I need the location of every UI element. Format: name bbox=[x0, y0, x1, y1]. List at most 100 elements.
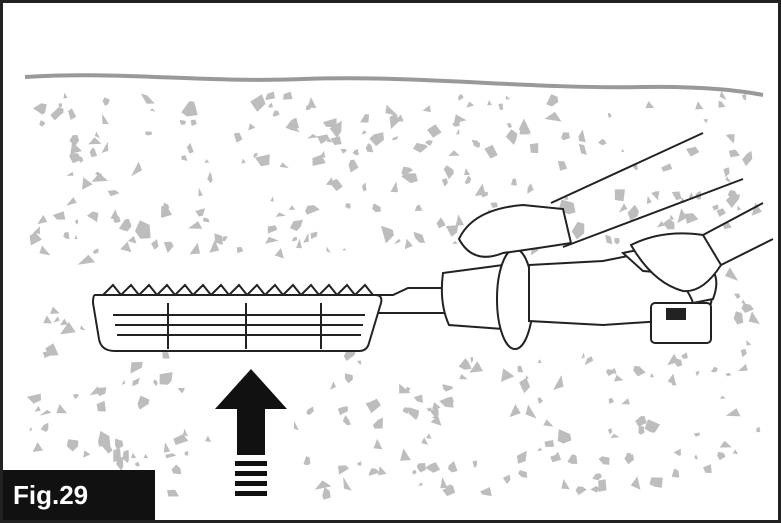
ground-speckle bbox=[503, 474, 511, 485]
ground-speckle bbox=[518, 118, 532, 134]
ground-speckle bbox=[413, 394, 423, 403]
ground-speckle bbox=[207, 172, 213, 184]
ground-speckle bbox=[39, 245, 51, 256]
ground-speckle bbox=[630, 476, 641, 490]
ground-speckle bbox=[661, 163, 673, 172]
ground-speckle bbox=[293, 421, 299, 431]
ground-speckle bbox=[32, 442, 43, 452]
ground-speckle bbox=[441, 178, 448, 187]
ground-speckle bbox=[432, 402, 441, 410]
ground-speckle bbox=[725, 176, 732, 184]
ground-speckle bbox=[458, 358, 472, 370]
ground-speckle bbox=[490, 202, 498, 208]
ground-speckle bbox=[250, 94, 266, 112]
ground-speckle bbox=[385, 104, 399, 116]
ground-speckle bbox=[59, 318, 68, 326]
ground-speckle bbox=[543, 419, 554, 427]
ground-speckle bbox=[372, 203, 381, 213]
ground-speckle bbox=[725, 372, 732, 377]
ground-speckle bbox=[402, 407, 410, 414]
ground-speckle bbox=[95, 171, 103, 177]
ground-speckle bbox=[140, 93, 155, 104]
ground-speckle bbox=[50, 107, 64, 121]
ground-speckle bbox=[70, 141, 82, 154]
ground-speckle bbox=[614, 238, 620, 245]
ground-speckle bbox=[567, 454, 578, 464]
ground-speckle bbox=[408, 407, 420, 420]
ground-speckle bbox=[270, 196, 274, 202]
ground-speckle bbox=[181, 155, 188, 161]
ground-speckle bbox=[303, 456, 311, 466]
ground-speckle bbox=[80, 325, 86, 331]
ground-speckle bbox=[163, 442, 171, 453]
ground-speckle bbox=[393, 238, 401, 245]
ground-speckle bbox=[26, 393, 41, 404]
ground-speckle bbox=[195, 208, 206, 217]
ground-speckle bbox=[356, 461, 362, 466]
ground-speckle bbox=[255, 97, 262, 103]
ground-speckle bbox=[184, 451, 189, 456]
ground-speckle bbox=[719, 440, 732, 448]
ground-speckle bbox=[372, 417, 383, 429]
ground-speckle bbox=[618, 203, 628, 213]
ground-speckle bbox=[241, 158, 246, 164]
ground-speckle bbox=[413, 231, 425, 243]
ground-speckle bbox=[748, 311, 760, 325]
ground-speckle bbox=[132, 377, 140, 387]
ground-speckle bbox=[443, 165, 454, 180]
ground-speckle bbox=[272, 110, 280, 117]
ground-speckle bbox=[621, 398, 630, 405]
ground-speckle bbox=[390, 181, 398, 193]
ground-speckle bbox=[98, 430, 111, 447]
ground-speckle bbox=[66, 197, 77, 206]
ground-speckle bbox=[452, 240, 458, 245]
ground-speckle bbox=[389, 113, 400, 129]
ground-speckle bbox=[669, 214, 675, 220]
ground-speckle bbox=[505, 95, 511, 100]
ground-speckle bbox=[645, 101, 655, 109]
ground-speckle bbox=[181, 101, 198, 117]
ground-speckle bbox=[673, 448, 681, 456]
ground-speckle bbox=[392, 136, 399, 141]
ground-speckle bbox=[525, 404, 537, 419]
ground-speckle bbox=[102, 113, 109, 125]
ground-speckle bbox=[97, 387, 107, 397]
rear-hand bbox=[629, 232, 723, 293]
ground-speckle bbox=[688, 192, 694, 199]
ground-speckle bbox=[285, 117, 299, 129]
ground-speckle bbox=[233, 132, 243, 143]
ground-speckle bbox=[487, 100, 492, 106]
ground-speckle bbox=[66, 439, 79, 452]
up-arrow-icon bbox=[215, 369, 287, 496]
ground-speckle bbox=[723, 167, 730, 178]
ground-speckle bbox=[186, 142, 194, 154]
ground-speckle bbox=[442, 384, 453, 392]
ground-speckle bbox=[607, 113, 612, 118]
ground-speckle bbox=[121, 379, 126, 385]
ground-speckle bbox=[686, 146, 700, 157]
ground-speckle bbox=[203, 217, 210, 223]
ground-speckle bbox=[590, 486, 600, 493]
ground-speckle bbox=[450, 397, 454, 405]
ground-speckle bbox=[72, 393, 79, 400]
ground-speckle bbox=[429, 405, 439, 420]
ground-speckle bbox=[646, 195, 652, 205]
ground-speckle bbox=[544, 111, 562, 122]
ground-speckle bbox=[464, 175, 472, 185]
ground-speckle bbox=[205, 435, 212, 442]
ground-speckle bbox=[134, 461, 140, 467]
ground-speckle bbox=[737, 205, 742, 211]
ground-speckle bbox=[537, 397, 543, 404]
ground-speckle bbox=[288, 205, 296, 210]
ground-speckle bbox=[694, 454, 698, 460]
hedge-trimmer bbox=[91, 132, 774, 352]
ground-speckle bbox=[571, 221, 585, 240]
ground-speckle bbox=[724, 267, 739, 281]
ground-speckle bbox=[165, 453, 177, 459]
ground-speckle bbox=[34, 405, 41, 412]
ground-speckle bbox=[33, 226, 40, 235]
ground-speckle bbox=[681, 352, 688, 359]
ground-speckle bbox=[362, 130, 367, 135]
ground-speckle bbox=[422, 105, 431, 113]
ground-speckle bbox=[183, 428, 188, 437]
